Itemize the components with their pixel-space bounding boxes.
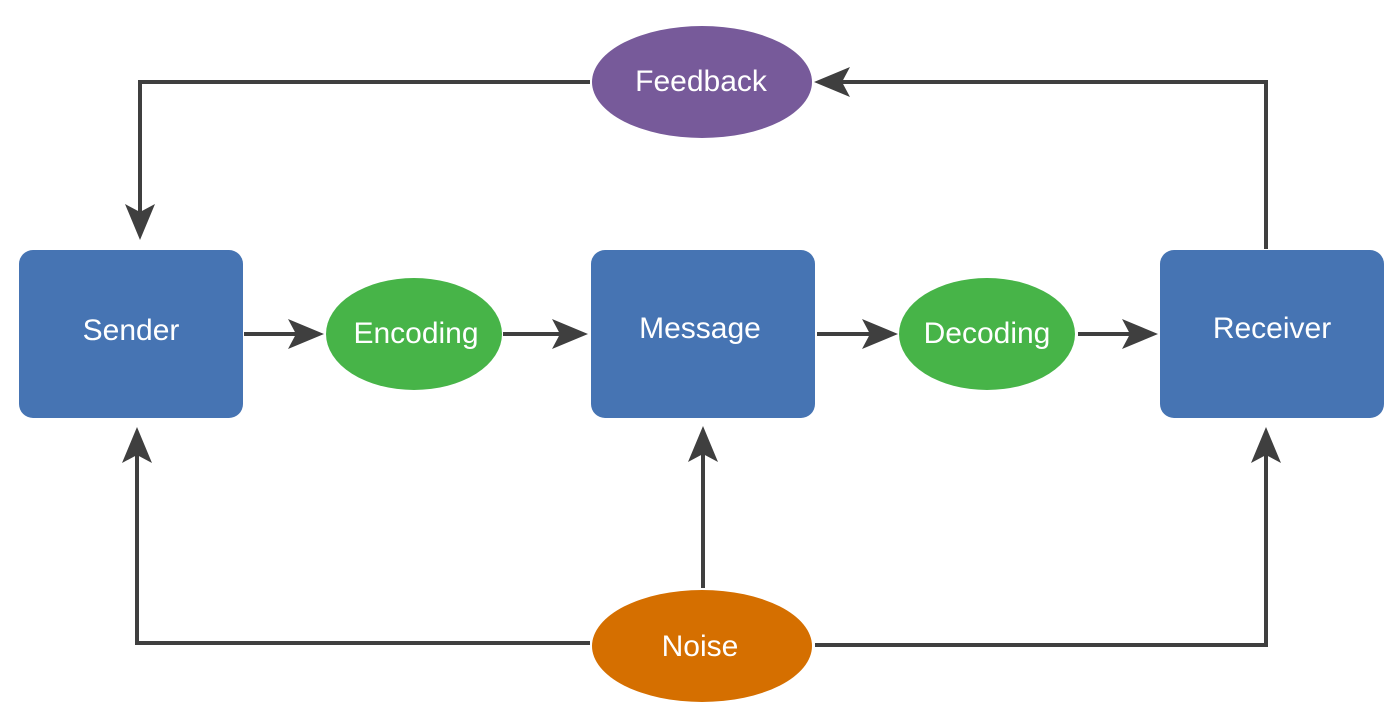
arrowhead-receiver [1122,319,1158,349]
connector-feedback-to-sender [138,80,590,212]
receiver-node: Receiver [1160,250,1384,418]
arrowhead-sender-top [125,204,155,240]
arrowhead-message-bottom [688,426,718,462]
connector-noise-to-receiver [815,455,1268,647]
encoding-label: Encoding [353,317,478,350]
sender-label: Sender [83,314,180,347]
arrowhead-sender-bottom [122,427,152,463]
arrowhead-decoding [862,319,898,349]
arrowhead-receiver-bottom [1251,427,1281,463]
arrowhead-encoding [288,319,324,349]
noise-label: Noise [662,630,739,663]
connectors [122,67,1281,647]
message-node: Message [591,250,815,418]
connector-receiver-to-feedback [842,80,1268,249]
sender-box [19,250,243,418]
connector-noise-to-sender [135,455,590,645]
arrowhead-feedback [814,67,850,97]
decoding-ellipse [899,278,1075,390]
feedback-label: Feedback [635,65,768,98]
receiver-box [1160,250,1384,418]
noise-ellipse [592,590,812,702]
message-label: Message [639,312,761,345]
receiver-label: Receiver [1213,312,1331,345]
feedback-ellipse [592,26,812,138]
encoding-ellipse [326,278,502,390]
arrowhead-message [552,319,588,349]
decoding-label: Decoding [924,317,1051,350]
sender-node: Sender [19,250,243,418]
message-box [591,250,815,418]
feedback-node: Feedback [592,26,812,138]
noise-node: Noise [592,590,812,702]
decoding-node: Decoding [899,278,1075,390]
encoding-node: Encoding [326,278,502,390]
